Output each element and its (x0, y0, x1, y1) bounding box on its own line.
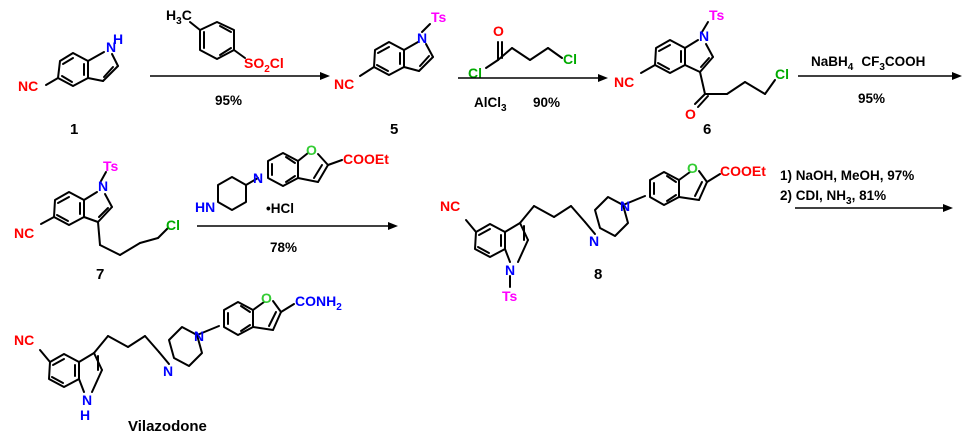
tosyl-label: Ts (502, 288, 518, 304)
compound-8: NC N Ts N N O COOEt 8 (440, 160, 766, 304)
piperazine-nitrogen-aryl: N (620, 198, 630, 214)
terminal-chlorine: Cl (775, 66, 789, 82)
furan-oxygen: O (687, 160, 698, 176)
tosyl-chloride-reagent: H3C SO2Cl (166, 7, 284, 75)
compound-8-label: 8 (594, 266, 602, 283)
nitrile-label: NC (18, 78, 38, 94)
piperazine-nh: HN (195, 199, 215, 215)
reaction-arrow-1: 95% (150, 72, 330, 108)
ethyl-ester: COOEt (343, 151, 389, 167)
indole-nh: N (82, 392, 92, 408)
acyl-oxygen: O (493, 23, 504, 39)
chlorobutanoyl-chloride-reagent: O Cl Cl (468, 23, 577, 81)
carboxamide-group: CONH2 (295, 293, 342, 313)
nitrile-label: NC (14, 225, 34, 241)
vilazodone-label: Vilazodone (128, 418, 207, 435)
terminal-chlorine: Cl (563, 51, 577, 67)
indole-nitrogen: N (98, 178, 108, 194)
step5-line2: 2) CDI, NH3, 81% (780, 188, 886, 207)
methyl-group: H3C (166, 7, 192, 27)
step2-yield: 90% (533, 95, 560, 110)
compound-5: N Ts NC 5 (334, 9, 447, 138)
indole-nitrogen: N (699, 28, 709, 44)
nitrile-label: NC (440, 198, 460, 214)
nitrile-label: NC (334, 76, 354, 92)
compound-5-label: 5 (390, 121, 398, 138)
piperazine-nitrogen: N (253, 170, 263, 186)
sulfonyl-chloride-group: SO2Cl (244, 55, 284, 75)
nitrile-label: NC (614, 74, 634, 90)
atom-h: H (113, 31, 123, 47)
compound-6-label: 6 (703, 121, 711, 138)
indole-nitrogen: N (505, 262, 515, 278)
step5-line1: 1) NaOH, MeOH, 97% (780, 168, 914, 183)
piperazine-nitrogen: N (163, 363, 173, 379)
furan-oxygen: O (261, 290, 272, 306)
step4-yield: 78% (270, 240, 297, 255)
reaction-arrow-2: AlCl3 90% (458, 74, 608, 114)
step2-reagent: AlCl3 (474, 95, 507, 114)
step1-yield: 95% (215, 93, 242, 108)
tosyl-label: Ts (709, 7, 725, 23)
piperazine-nitrogen: N (589, 233, 599, 249)
compound-1-label: 1 (70, 121, 78, 138)
tosyl-label: Ts (431, 9, 447, 25)
hcl-salt: •HCl (266, 201, 294, 216)
piperazine-nitrogen-aryl: N (194, 328, 204, 344)
furan-oxygen: O (306, 142, 317, 158)
ethyl-ester: COOEt (720, 163, 766, 179)
compound-7-label: 7 (96, 266, 104, 283)
step3-yield: 95% (858, 91, 885, 106)
acyl-chloride-cl: Cl (468, 65, 482, 81)
indole-nitrogen: N (417, 30, 427, 46)
nitrile-label: NC (14, 332, 34, 348)
vilazodone-structure: NC N H N N O CONH2 Vilazodone (14, 290, 342, 435)
terminal-chlorine: Cl (166, 217, 180, 233)
atom-nh: N (106, 39, 116, 55)
reaction-arrow-4: 78% (197, 222, 398, 255)
reaction-arrow-5: 1) NaOH, MeOH, 97% 2) CDI, NH3, 81% (780, 168, 953, 212)
tosyl-label: Ts (103, 158, 119, 174)
compound-1: N H NC 1 (18, 31, 123, 138)
indole-h: H (80, 407, 90, 423)
compound-7: N Ts NC Cl 7 (14, 158, 180, 283)
compound-6: N Ts NC O Cl 6 (614, 7, 789, 138)
piperazinyl-benzofuran-reagent: N HN O COOEt •HCl (195, 142, 389, 216)
ketone-oxygen: O (685, 106, 696, 122)
